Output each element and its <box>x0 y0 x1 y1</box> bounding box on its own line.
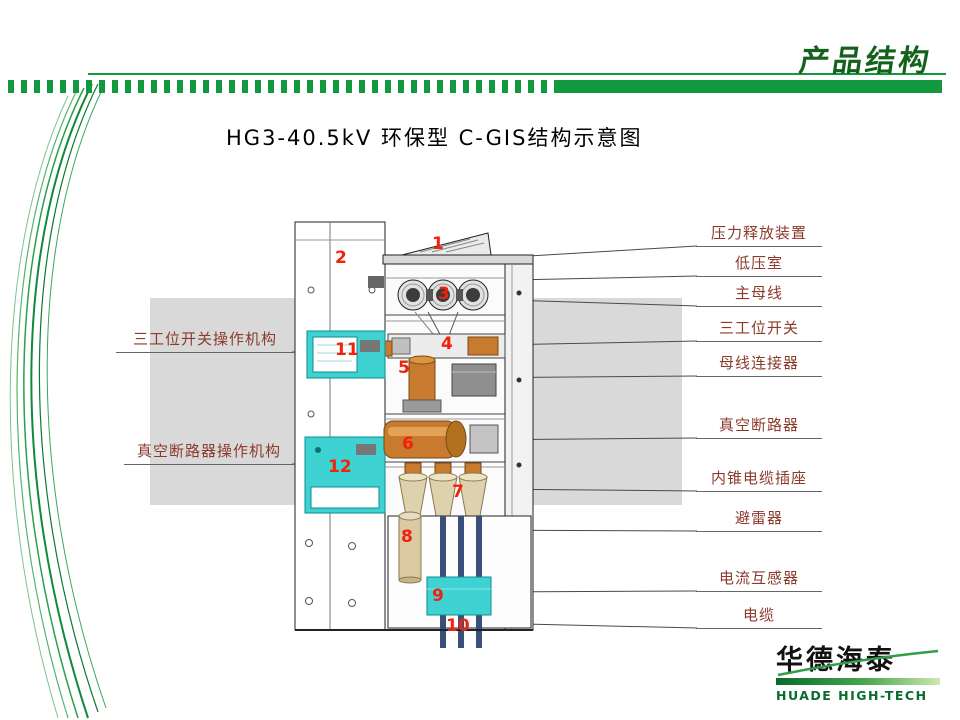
header-solid-bar <box>554 80 942 93</box>
top-cap <box>382 254 534 265</box>
company-logo: 华德海泰 HUADE HIGH-TECH <box>776 645 940 703</box>
part-marker-9: 9 <box>432 586 444 606</box>
breaker-operating-mechanism <box>304 436 386 514</box>
part-marker-11: 11 <box>335 340 359 360</box>
part-marker-5: 5 <box>398 358 410 378</box>
current-transformer <box>426 576 492 616</box>
three-position-switch <box>369 333 506 359</box>
main-busbar <box>397 279 489 311</box>
part-marker-4: 4 <box>441 334 453 354</box>
part-marker-3: 3 <box>438 284 450 304</box>
label-breaker-operating-mechanism: 真空断路器操作机构 <box>124 440 294 465</box>
label-current-transformer: 电流互感器 <box>696 567 822 592</box>
logo-gradient-bar <box>776 678 940 686</box>
page-title: 产品结构 <box>797 44 934 79</box>
label-inner-cone-cable-socket: 内锥电缆插座 <box>696 467 822 492</box>
part-marker-8: 8 <box>401 527 413 547</box>
vacuum-circuit-breaker <box>383 420 499 459</box>
label-busbar-connector: 母线连接器 <box>696 352 822 377</box>
diagram-title: HG3-40.5kV 环保型 C-GIS结构示意图 <box>226 126 643 150</box>
logo-swoosh-icon <box>777 649 939 677</box>
header-rule-line <box>88 73 946 75</box>
header-dash-decoration <box>8 80 554 93</box>
part-marker-6: 6 <box>402 434 414 454</box>
inner-cone-cable-sockets <box>398 462 488 517</box>
part-marker-10: 10 <box>446 616 470 636</box>
pressure-release-device <box>401 232 492 256</box>
logo-english-name: HUADE HIGH-TECH <box>776 688 928 704</box>
label-three-position-switch: 三工位开关 <box>696 317 822 342</box>
part-marker-2: 2 <box>335 248 347 268</box>
switch-operating-mechanism <box>306 330 386 379</box>
busbar-connector <box>402 355 442 413</box>
label-surge-arrester: 避雷器 <box>696 507 822 532</box>
switchgear-cabinet <box>294 221 534 648</box>
label-cable: 电缆 <box>696 604 822 629</box>
surge-arrester <box>398 511 422 584</box>
label-pressure-release-device: 压力释放装置 <box>696 222 822 247</box>
label-switch-operating-mechanism: 三工位开关操作机构 <box>116 328 294 353</box>
label-main-busbar: 主母线 <box>696 282 822 307</box>
part-marker-1: 1 <box>432 234 444 254</box>
part-marker-12: 12 <box>328 457 352 477</box>
part-marker-7: 7 <box>452 482 464 502</box>
label-low-voltage-compartment: 低压室 <box>696 252 822 277</box>
label-vacuum-circuit-breaker: 真空断路器 <box>696 414 822 439</box>
